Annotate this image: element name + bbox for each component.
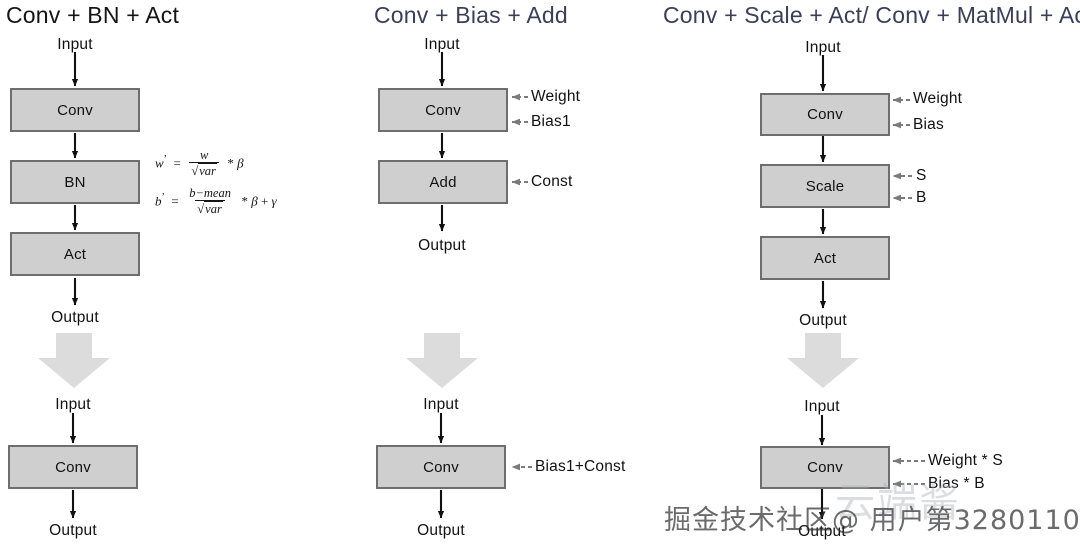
col2-label-bias1: Bias1 xyxy=(531,113,571,130)
col1-input-label-top: Input xyxy=(57,36,93,53)
col3-output-label-top: Output xyxy=(799,312,847,329)
col3-node-act[interactable]: Act xyxy=(760,236,890,280)
col3-input-label-top: Input xyxy=(805,39,841,56)
col3-label-weight: Weight xyxy=(913,90,963,107)
formula-bias: b’ = b−mean var * β + γ xyxy=(155,187,277,217)
col2-input-label-top: Input xyxy=(424,36,460,53)
column-title-2: Conv + Bias + Add xyxy=(374,2,568,28)
col2-node-add[interactable]: Add xyxy=(378,160,508,204)
column-title-1: Conv + BN + Act xyxy=(6,2,180,28)
col2-input-label-bottom: Input xyxy=(423,396,459,413)
col3-label-s: S xyxy=(916,167,927,184)
col3-input-label-bottom: Input xyxy=(804,398,840,415)
col2-node-conv-fused[interactable]: Conv xyxy=(376,445,506,489)
column-title-3: Conv + Scale + Act/ Conv + MatMul + Act xyxy=(663,2,1080,28)
col3-label-weight-times-s: Weight * S xyxy=(928,452,1003,469)
col2-output-label-bottom: Output xyxy=(417,522,465,539)
col1-output-label-top: Output xyxy=(51,309,99,326)
col3-label-b: B xyxy=(916,189,927,206)
col1-node-bn[interactable]: BN xyxy=(10,160,140,204)
col3-label-bias-times-b: Bias * B xyxy=(928,475,985,492)
col1-node-act[interactable]: Act xyxy=(10,232,140,276)
col2-label-const: Const xyxy=(531,173,573,190)
col2-label-bias1-plus-const: Bias1+Const xyxy=(535,458,626,475)
col3-node-scale[interactable]: Scale xyxy=(760,164,890,208)
col3-label-bias: Bias xyxy=(913,116,944,133)
formula-weight: w’ = w var * β xyxy=(155,149,244,179)
col1-node-conv-fused[interactable]: Conv xyxy=(8,445,138,489)
transform-arrow-group xyxy=(38,333,859,388)
col2-node-conv[interactable]: Conv xyxy=(378,88,508,132)
col3-node-conv-fused[interactable]: Conv xyxy=(760,446,890,489)
col1-input-label-bottom: Input xyxy=(55,396,91,413)
col2-label-weight: Weight xyxy=(531,88,581,105)
col3-output-label-bottom: Output xyxy=(798,523,846,540)
col3-node-conv[interactable]: Conv xyxy=(760,93,890,136)
col2-output-label-top: Output xyxy=(418,237,466,254)
col1-node-conv[interactable]: Conv xyxy=(10,88,140,132)
col1-output-label-bottom: Output xyxy=(49,522,97,539)
